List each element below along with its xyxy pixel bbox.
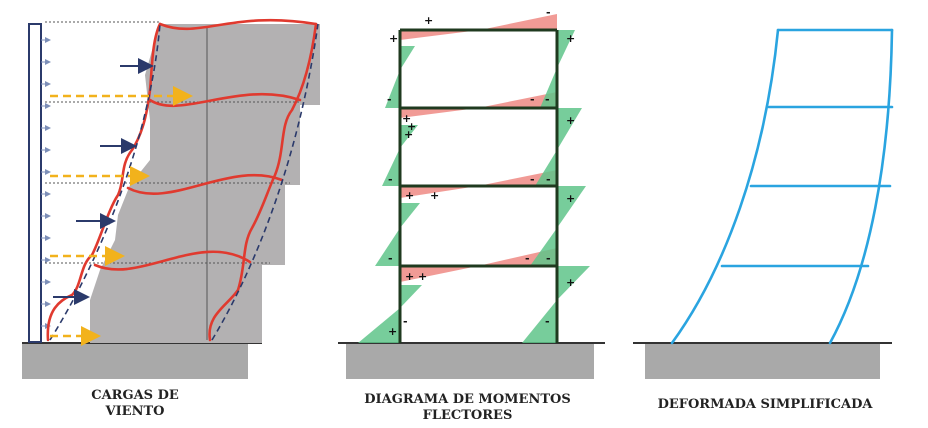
ground-hatch — [645, 343, 880, 379]
svg-text:+: + — [566, 276, 575, 289]
ground-hatch — [346, 343, 594, 379]
svg-text:+: + — [424, 14, 433, 27]
svg-text:+: + — [566, 32, 575, 45]
svg-text:+: + — [404, 128, 413, 141]
caption-line: VIENTO — [105, 404, 165, 419]
svg-text:+: + — [407, 120, 416, 133]
column-moments — [358, 30, 590, 343]
moment-diagram-panel: + - + + - - - + + + + - - - + + + - - - … — [338, 6, 605, 379]
svg-text:-: - — [387, 93, 392, 106]
svg-text:-: - — [388, 252, 393, 265]
caption-line: CARGAS DE — [91, 388, 179, 403]
simplified-deformation-panel — [633, 28, 894, 379]
svg-text:+: + — [405, 189, 414, 202]
svg-text:+: + — [402, 112, 411, 125]
svg-text:+: + — [389, 32, 398, 45]
story-shear-arrows — [50, 86, 193, 346]
svg-text:+: + — [430, 189, 439, 202]
rigid-frame — [398, 28, 559, 343]
wind-loads-panel — [22, 18, 320, 379]
beam-moments — [400, 14, 557, 282]
deformed-frame-blue — [670, 28, 894, 345]
caption-line: DIAGRAMA DE MOMENTOS — [364, 392, 571, 407]
svg-text:-: - — [388, 173, 393, 186]
svg-text:-: - — [546, 252, 551, 265]
svg-text:+: + — [405, 270, 414, 283]
svg-text:+: + — [388, 325, 397, 338]
caption-simplified-deformation: DEFORMADA SIMPLIFICADA — [645, 397, 885, 413]
svg-text:-: - — [546, 6, 551, 19]
moment-signs: + - + + - - - + + + + - - - + + + - - - … — [387, 6, 575, 338]
caption-line: FLECTORES — [422, 408, 513, 423]
wind-load-ticks — [41, 37, 51, 329]
svg-text:-: - — [545, 315, 550, 328]
caption-line: DEFORMADA SIMPLIFICADA — [657, 397, 873, 412]
svg-text:-: - — [545, 93, 550, 106]
caption-moment-diagram: DIAGRAMA DE MOMENTOS FLECTORES — [355, 392, 580, 424]
svg-text:+: + — [418, 270, 427, 283]
ground-hatch — [22, 343, 248, 379]
svg-text:-: - — [546, 173, 551, 186]
svg-text:-: - — [525, 252, 530, 265]
svg-text:-: - — [403, 315, 408, 328]
wind-load-bar — [28, 23, 42, 343]
wind-force-arrows — [53, 58, 154, 305]
svg-text:+: + — [566, 192, 575, 205]
svg-text:-: - — [530, 173, 535, 186]
svg-text:-: - — [530, 93, 535, 106]
svg-text:+: + — [566, 114, 575, 127]
caption-wind-loads: CARGAS DE VIENTO — [70, 388, 200, 420]
